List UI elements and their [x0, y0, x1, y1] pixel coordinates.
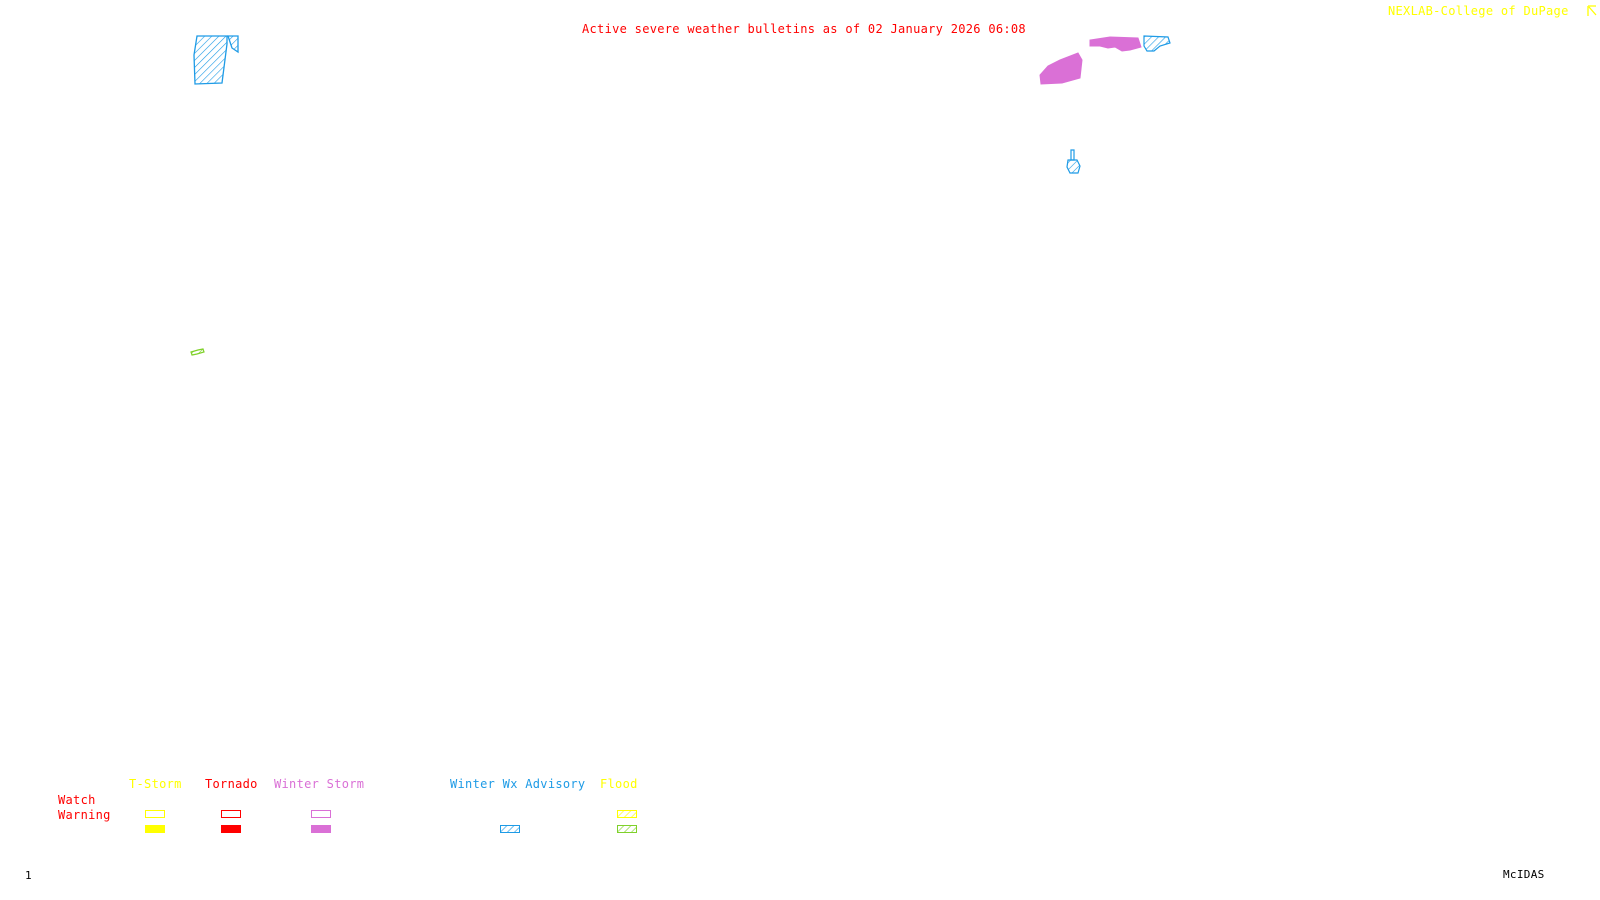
legend-swatch-flood-warning: [617, 825, 637, 833]
legend-swatch-flood-watch: [617, 810, 637, 818]
credit-label: NEXLAB-College of DuPage: [1388, 4, 1569, 18]
alert-polygon-winter-advisory-east[interactable]: [1066, 149, 1081, 174]
legend-swatch-winter-storm-watch: [311, 810, 331, 818]
legend-header-winter-wx-advisory: Winter Wx Advisory: [450, 777, 586, 791]
alert-polygon-flood-warning-west[interactable]: [190, 348, 205, 356]
legend-header-flood: Flood: [600, 777, 638, 791]
alert-polygon-winter-advisory-ne[interactable]: [1143, 35, 1171, 52]
legend-header-tornado: Tornado: [205, 777, 258, 791]
alert-polygon-winter-storm-warning-ne-2[interactable]: [1089, 36, 1142, 52]
frame-number: 1: [25, 869, 32, 882]
legend-row-watch: Watch: [58, 793, 96, 807]
legend-swatch-tstorm-watch: [145, 810, 165, 818]
legend-swatch-winter-storm-warning: [311, 825, 331, 833]
legend-swatch-tornado-watch: [221, 810, 241, 818]
legend-header-tstorm: T-Storm: [129, 777, 182, 791]
legend-swatch-tstorm-warning: [145, 825, 165, 833]
software-label: McIDAS: [1503, 868, 1545, 881]
legend-row-warning: Warning: [58, 808, 111, 822]
page-title: Active severe weather bulletins as of 02…: [582, 22, 1026, 36]
alert-polygon-winter-storm-warning-ne-1[interactable]: [1039, 52, 1083, 85]
legend-swatch-winter-wx-advisory-warning: [500, 825, 520, 833]
arrow-corner-icon: [1587, 5, 1597, 16]
legend-header-winter-storm: Winter Storm: [274, 777, 365, 791]
legend-swatch-tornado-warning: [221, 825, 241, 833]
alert-polygon-winter-advisory-nw[interactable]: [193, 35, 239, 85]
